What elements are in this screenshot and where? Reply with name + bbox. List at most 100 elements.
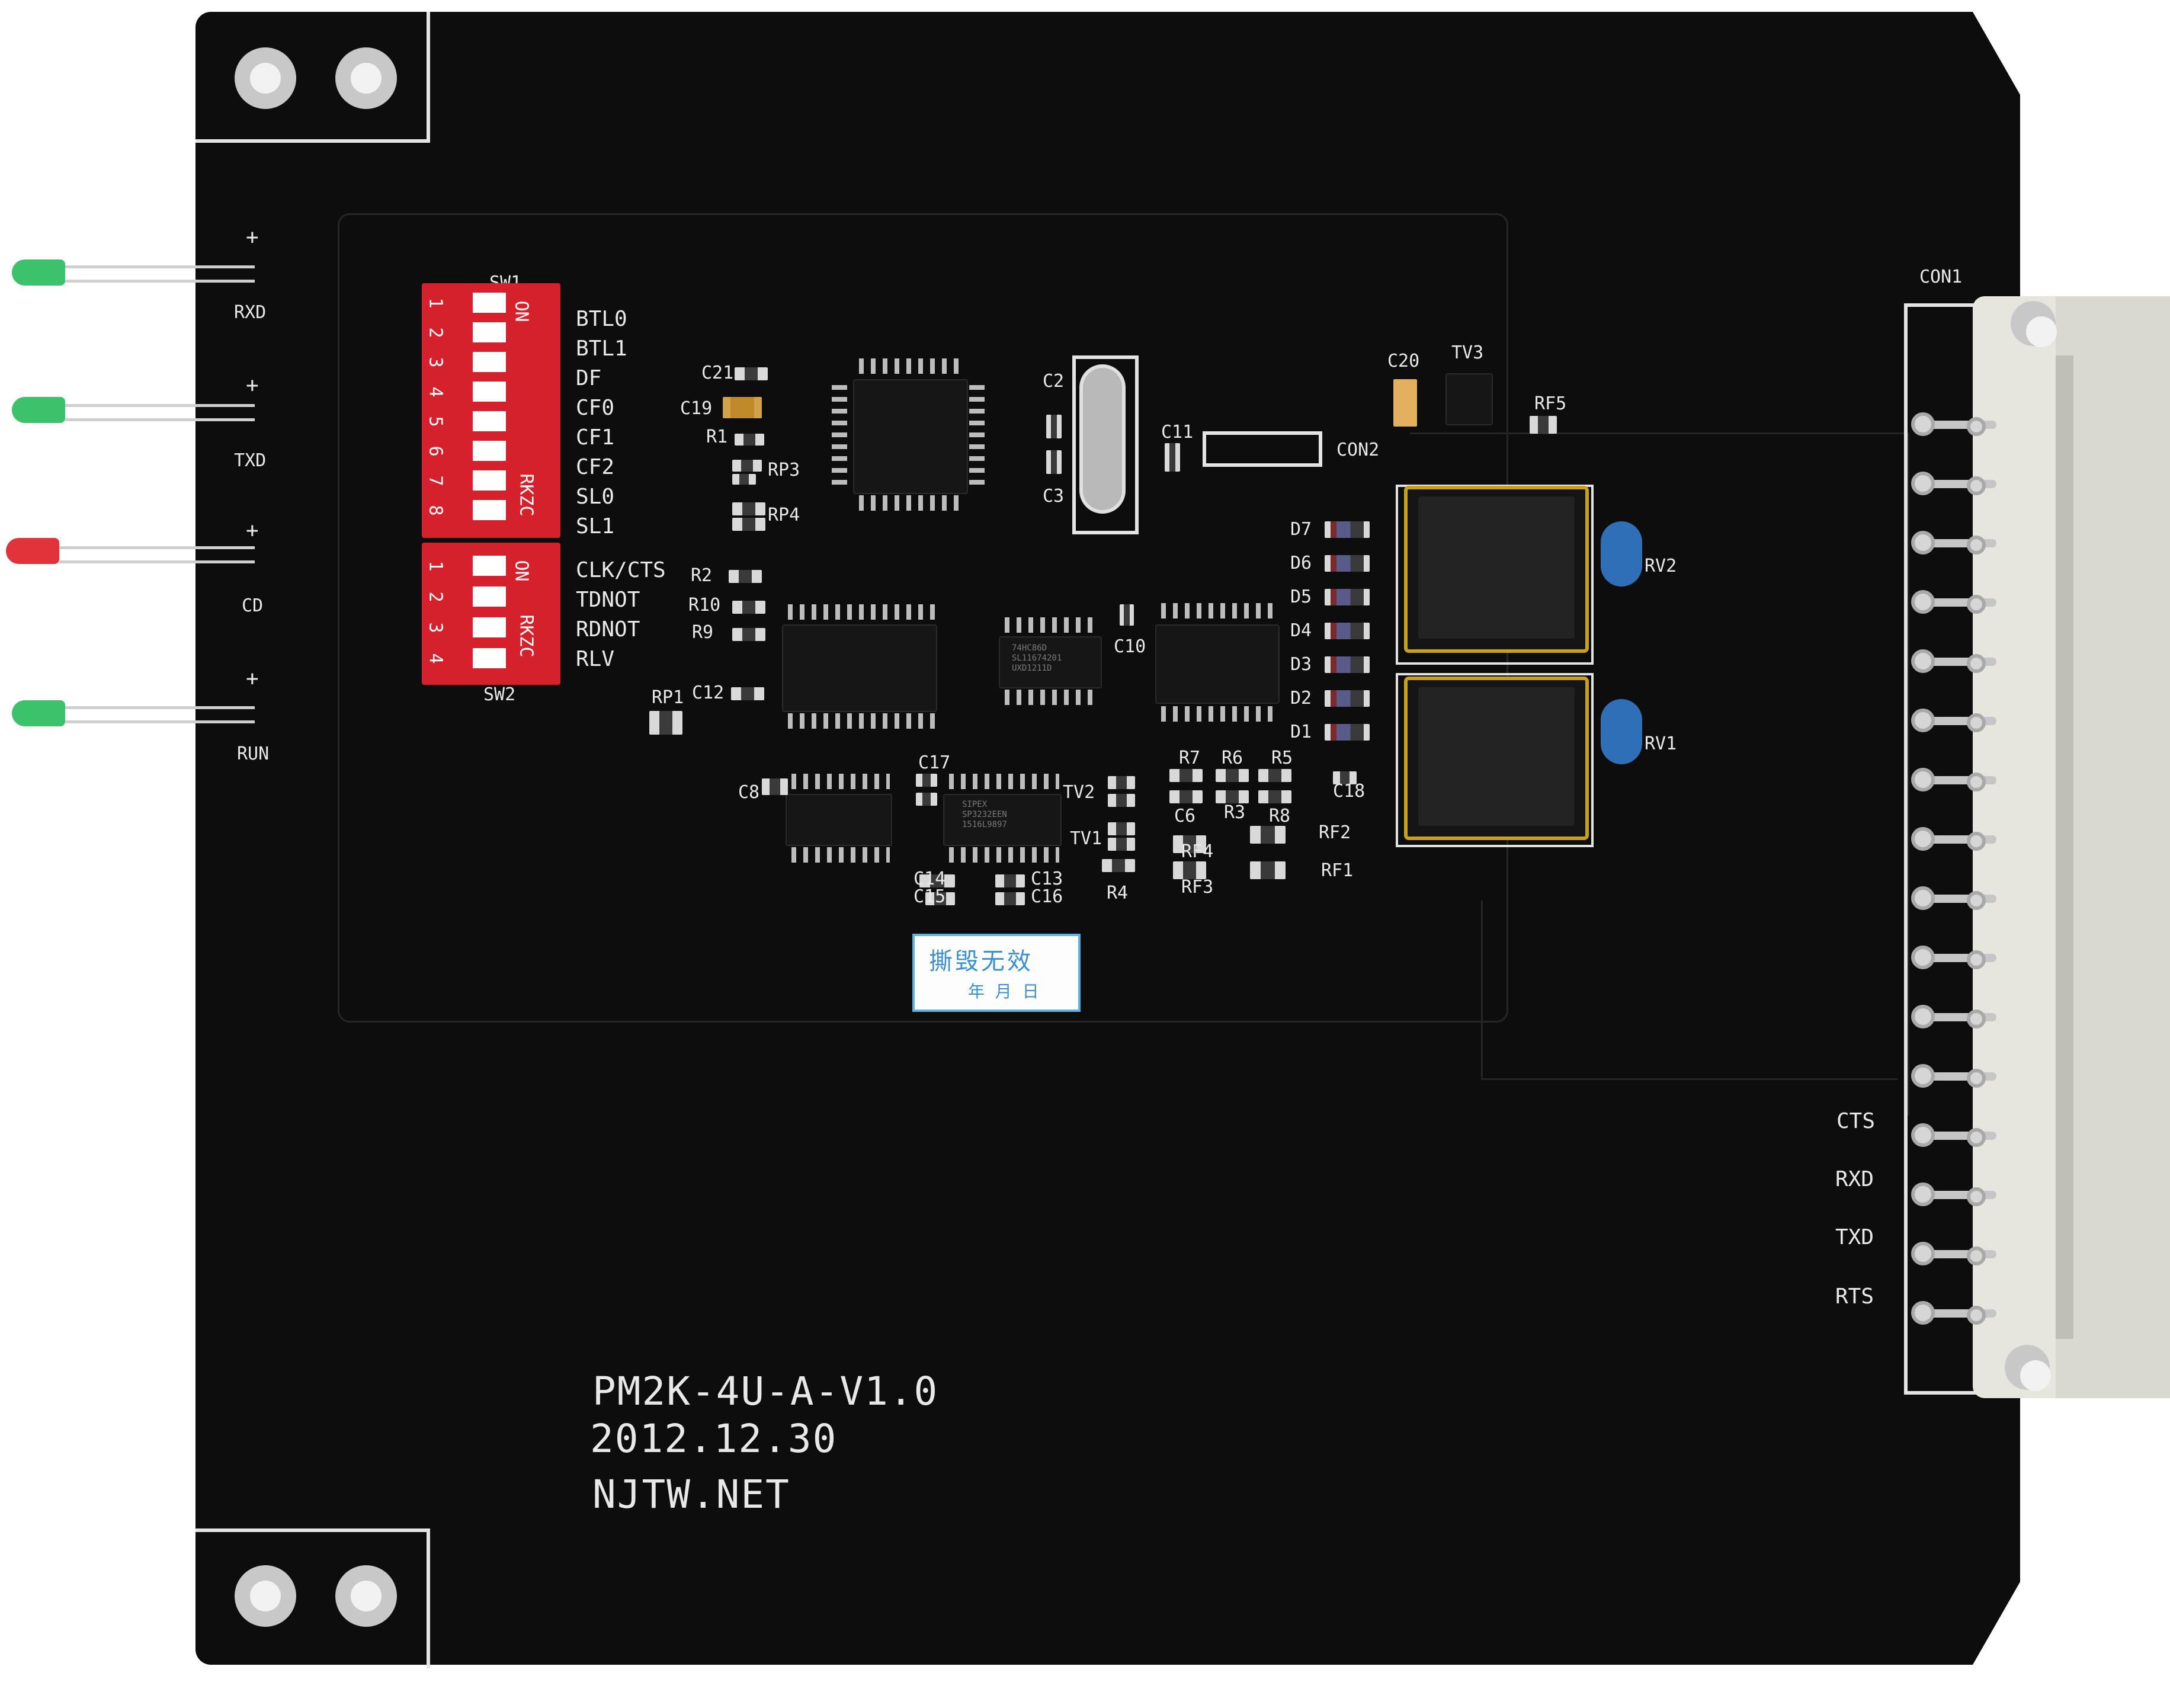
diode <box>1325 521 1370 538</box>
connector-pad <box>1911 1005 1935 1028</box>
switch-function-label: BTL1 <box>576 337 627 361</box>
tantalum-cap-c20 <box>1393 379 1417 427</box>
switch-function-label: RLV <box>576 647 615 671</box>
ref-label-r6: R6 <box>1222 748 1243 768</box>
ic-chip-sp3232: SIPEX SP3232EEN 1516L9897 <box>943 794 1062 846</box>
mount-box-bottom <box>195 1528 430 1668</box>
varistor-rv2 <box>1601 521 1642 587</box>
board-model: PM2K-4U-A-V1.0 <box>592 1369 939 1414</box>
connector-pad <box>1967 1246 1986 1265</box>
led-plus: + <box>246 518 259 543</box>
dip-brand-label: RKZC <box>515 473 537 517</box>
diode-label: D1 <box>1290 722 1312 742</box>
led-body <box>12 700 65 726</box>
led-body <box>12 259 65 286</box>
connector-pad <box>1967 1306 1986 1325</box>
ic-chip-74hc86: 74HC86D SL11674201 UXD1211D <box>999 636 1102 688</box>
smd-component <box>1108 838 1135 851</box>
connector-pad <box>1967 1069 1986 1088</box>
dip-number: 2 <box>425 327 446 338</box>
ref-label-tv1: TV1 <box>1070 828 1102 849</box>
mount-hole <box>335 1565 397 1627</box>
dip-number: 6 <box>425 446 446 457</box>
diode <box>1325 589 1370 605</box>
dip-number: 3 <box>425 357 446 368</box>
ref-label-r9: R9 <box>692 622 714 643</box>
led-body <box>6 538 59 564</box>
connector-pad <box>1967 1128 1986 1147</box>
connector-pad <box>1911 709 1935 732</box>
connector-pad <box>1911 886 1935 910</box>
connector-mount-hole <box>2005 1345 2051 1391</box>
smd-component <box>762 778 788 795</box>
transformer-outline <box>1396 673 1594 847</box>
transformer-2 <box>1404 486 1589 653</box>
sw2-label: SW2 <box>483 684 516 705</box>
switch-function-label: BTL0 <box>576 307 627 331</box>
ref-label-c10: C10 <box>1114 636 1146 657</box>
chip-marking: 1516L9897 <box>962 820 1007 829</box>
dip-brand-label: RKZC <box>515 614 537 658</box>
tvs-tv3 <box>1445 373 1493 425</box>
connector-pad <box>1967 595 1986 614</box>
diode-label: D4 <box>1290 620 1312 641</box>
ic-chip-right <box>1155 624 1280 704</box>
ref-label-r3: R3 <box>1224 802 1246 823</box>
mount-box-top <box>195 12 430 143</box>
led-label: TXD <box>234 450 267 471</box>
ref-label-rf3: RF3 <box>1181 877 1214 898</box>
ref-label-c19: C19 <box>680 398 713 419</box>
connector-pad <box>1967 1010 1986 1028</box>
smd-component <box>995 874 1025 887</box>
dip-lever <box>473 382 506 402</box>
ref-label-rf5: RF5 <box>1534 393 1567 414</box>
diode-label: D6 <box>1290 553 1312 573</box>
ref-label-tv2: TV2 <box>1063 782 1095 803</box>
connector-pad <box>1967 476 1986 495</box>
dip-lever <box>473 587 506 607</box>
chip-marking: SP3232EEN <box>962 810 1007 819</box>
ref-label-r4: R4 <box>1107 883 1129 903</box>
ref-label-rp4: RP4 <box>768 505 800 525</box>
dip-on-label: ON <box>511 300 532 322</box>
dip-number: 7 <box>425 475 446 486</box>
diode <box>1325 555 1370 572</box>
smd-component <box>1258 790 1291 803</box>
smd-component <box>732 628 765 641</box>
dip-number: 2 <box>425 591 446 603</box>
connector-pad <box>1911 1183 1935 1206</box>
connector-pad <box>1967 654 1986 673</box>
diode-label: D7 <box>1290 519 1312 540</box>
dip-number: 8 <box>425 505 446 516</box>
ref-label-c16: C16 <box>1031 886 1063 907</box>
connector-pad <box>1967 1187 1986 1206</box>
dip-number: 4 <box>425 386 446 398</box>
varistor-rv1 <box>1601 699 1642 764</box>
ref-label-c6: C6 <box>1174 806 1196 826</box>
ref-label-c18: C18 <box>1333 781 1366 802</box>
crystal <box>1079 364 1126 514</box>
connector-pad <box>1911 1301 1935 1325</box>
ref-label-rp3: RP3 <box>768 460 800 480</box>
connector-pad <box>1911 472 1935 495</box>
con1-outline <box>1904 303 1994 1395</box>
connector-pad <box>1967 417 1986 436</box>
smd-component <box>1530 416 1557 434</box>
smd-component <box>649 711 682 735</box>
smd-component <box>1250 861 1286 879</box>
diode <box>1325 690 1370 707</box>
smd-component <box>1108 822 1135 835</box>
ref-label-tv3: TV3 <box>1451 342 1484 363</box>
connector-pad <box>1911 590 1935 614</box>
connector-pad <box>1911 649 1935 673</box>
smd-component <box>1165 443 1180 472</box>
connector-pad <box>1967 832 1986 851</box>
ref-label-con1: CON1 <box>1919 267 1963 287</box>
connector-channel <box>2056 355 2073 1339</box>
switch-function-label: SL1 <box>576 514 615 539</box>
smd-component <box>1108 776 1135 789</box>
ref-label-rf1: RF1 <box>1321 860 1354 881</box>
smd-component <box>1108 794 1135 807</box>
ref-label-c11: C11 <box>1161 422 1194 443</box>
dip-lever <box>473 293 506 313</box>
